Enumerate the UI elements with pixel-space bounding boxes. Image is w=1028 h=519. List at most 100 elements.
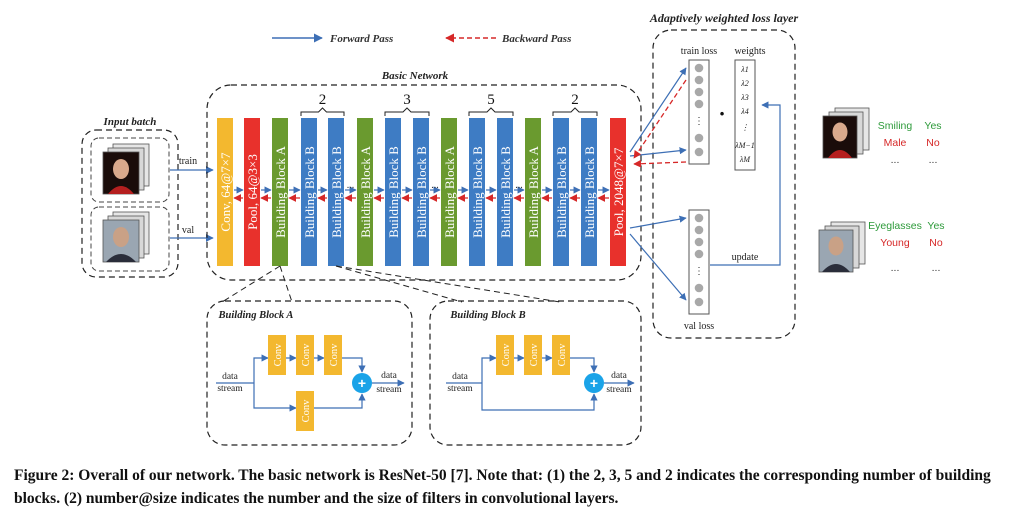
- building-block-a-box: [206, 300, 413, 446]
- layer-conv-0: Conv, 64@7×7: [217, 118, 233, 266]
- weights-label: weights: [734, 46, 765, 57]
- block-count-brace: [468, 107, 514, 116]
- block-b-add-icon: [584, 373, 604, 393]
- block-count-label: 5: [487, 92, 495, 108]
- inner-conv: Conv: [296, 335, 314, 375]
- val-loss-node: [694, 249, 704, 259]
- attr-name-young: Young: [880, 237, 910, 249]
- block-a-add-icon: [352, 373, 372, 393]
- network-layers: Conv, 64@7×7 Pool, 64@3×3 Building Block A…: [217, 118, 626, 266]
- weight-label: λ4: [740, 107, 748, 116]
- legend: Forward Pass Backward Pass: [272, 33, 571, 45]
- block-a-data-in: data: [222, 372, 239, 382]
- train-loss-vdots: ⋮: [694, 116, 704, 127]
- zoom-line-b-right: [335, 265, 561, 303]
- basic-network-title: Basic Network: [381, 70, 449, 82]
- layer-block-b-4: Building Block B: [328, 118, 344, 266]
- block-count-label: 2: [571, 92, 579, 108]
- val-label: val: [182, 225, 194, 236]
- layer-column: [385, 118, 401, 266]
- train-loss-node: [694, 133, 704, 143]
- val-loss-label: val loss: [684, 321, 714, 332]
- val-photo-stack: [102, 211, 150, 263]
- gap-ellipsis: ...: [431, 180, 439, 191]
- layer-label: Pool, 64@3×3: [245, 154, 260, 230]
- attr-value-smiling: Yes: [924, 120, 941, 132]
- train-label: train: [179, 156, 197, 167]
- zoom-line-a-right: [279, 265, 293, 303]
- val-output-arrow-2: [629, 233, 687, 301]
- block-a-stream-in: stream: [217, 384, 243, 394]
- layer-pool-final-14: Pool, 2048@7×7: [610, 118, 626, 266]
- attr-value-eyeglasses: Yes: [927, 220, 944, 232]
- attr-value-more: ...: [929, 154, 938, 166]
- layer-block-a-11: Building Block A: [525, 118, 541, 266]
- layer-block-b-9: Building Block B: [469, 118, 485, 266]
- layer-column: [244, 118, 260, 266]
- block-a-stream-out: stream: [376, 385, 402, 395]
- block-b-data-out: data: [611, 371, 628, 381]
- inner-conv-label: Conv: [273, 343, 284, 367]
- train-loss-node: [694, 87, 704, 97]
- val-loss-node: [694, 297, 704, 307]
- layer-label: Building Block B: [554, 146, 569, 238]
- block-count-brace: [300, 107, 345, 116]
- layer-label: Building Block A: [442, 146, 457, 238]
- layer-label: Building Block B: [470, 146, 485, 238]
- update-arrow: [710, 101, 781, 266]
- input-batch: Input batch train val: [81, 116, 214, 278]
- basic-network-box: [206, 84, 642, 281]
- update-label: update: [732, 252, 759, 263]
- layer-column: [301, 118, 317, 266]
- dot-product-symbol: ·: [718, 101, 725, 126]
- val-batch-box: [90, 206, 170, 272]
- layer-label: Building Block A: [526, 146, 541, 238]
- layer-block-b-6: Building Block B: [385, 118, 401, 266]
- weight-label: λM−1: [734, 141, 755, 150]
- block-count-label: 2: [319, 92, 327, 108]
- layer-column: [357, 118, 373, 266]
- block-count-brace: [384, 107, 430, 116]
- inner-conv: Conv: [324, 335, 342, 375]
- block-b-stream-in: stream: [447, 384, 473, 394]
- weight-label: λ3: [740, 93, 748, 102]
- val-loss-node: [694, 213, 704, 223]
- layer-column: [581, 118, 597, 266]
- val-loss-node: [694, 225, 704, 235]
- layer-label: Building Block B: [582, 146, 597, 238]
- layer-label: Building Block B: [329, 146, 344, 238]
- building-block-b-detail: Building Block B data stream data stream…: [429, 300, 642, 446]
- building-block-a-title: Building Block A: [218, 310, 294, 321]
- layer-column: [272, 118, 288, 266]
- block-b-add-symbol: +: [590, 375, 598, 391]
- val-loss-vdots: ⋮: [694, 266, 704, 277]
- smiling-face-photo: [113, 159, 129, 179]
- layer-label: Building Block B: [414, 146, 429, 238]
- val-loss-column: [688, 209, 710, 315]
- inner-conv-label: Conv: [301, 343, 312, 367]
- layer-column: [441, 118, 457, 266]
- input-batch-title: Input batch: [103, 116, 157, 128]
- layer-column: [610, 118, 626, 266]
- layer-label: Building Block A: [273, 146, 288, 238]
- train-loss-node: [694, 75, 704, 85]
- inner-conv-label: Conv: [529, 343, 540, 367]
- basic-network: Basic Network Conv, 64@7×7 Pool, 64@3×3 Bu…: [206, 70, 642, 281]
- layer-label: Building Block A: [358, 146, 373, 238]
- val-attributes: Eyeglasses Yes Young No ... ...: [818, 220, 945, 274]
- eyeglasses-face-photo: [113, 227, 129, 247]
- layer-column: [328, 118, 344, 266]
- train-backward-arrow-2: [633, 159, 687, 168]
- layer-column: [497, 118, 513, 266]
- val-loss-node: [694, 237, 704, 247]
- inner-conv: Conv: [552, 335, 570, 375]
- inner-conv-label: Conv: [329, 343, 340, 367]
- layer-column: [217, 118, 233, 266]
- layer-column: [413, 118, 429, 266]
- weight-label: λ2: [740, 79, 748, 88]
- train-loss-label: train loss: [681, 46, 717, 57]
- loss-layer-title: Adaptively weighted loss layer: [649, 11, 799, 25]
- forward-legend-label: Forward Pass: [329, 33, 393, 45]
- inner-conv: Conv: [524, 335, 542, 375]
